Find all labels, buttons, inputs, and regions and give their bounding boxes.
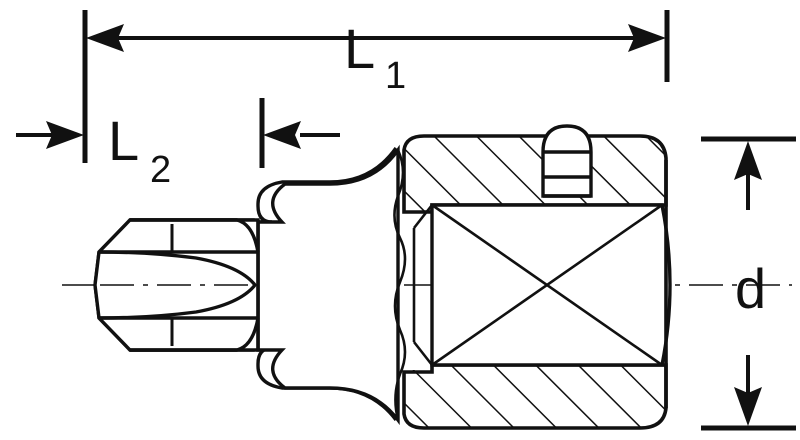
dimension-L2 — [16, 98, 340, 168]
dimension-d — [701, 136, 796, 431]
square-drive-bore — [412, 160, 672, 408]
bore-diagonal-2 — [431, 203, 663, 367]
retaining-pin — [541, 124, 593, 198]
L2-arrow-left — [46, 121, 84, 149]
d-arrow-down — [734, 387, 762, 426]
section-break-line — [393, 149, 407, 421]
L2-arrow-right — [263, 121, 301, 149]
L1-arrow-right — [628, 24, 666, 52]
socket-body-upper — [402, 134, 668, 214]
L1-arrow-left — [86, 24, 124, 52]
dimension-sub-L1: 1 — [385, 55, 406, 97]
dimension-sub-L2: 2 — [150, 149, 171, 191]
dimension-label-L2: L — [108, 109, 139, 172]
socket-body-lower — [402, 363, 668, 430]
d-arrow-up — [734, 141, 762, 180]
dimension-L1 — [82, 10, 670, 163]
dimension-label-L1: L — [344, 17, 375, 80]
dimension-label-d: d — [735, 257, 766, 320]
shank-outline — [256, 144, 400, 426]
